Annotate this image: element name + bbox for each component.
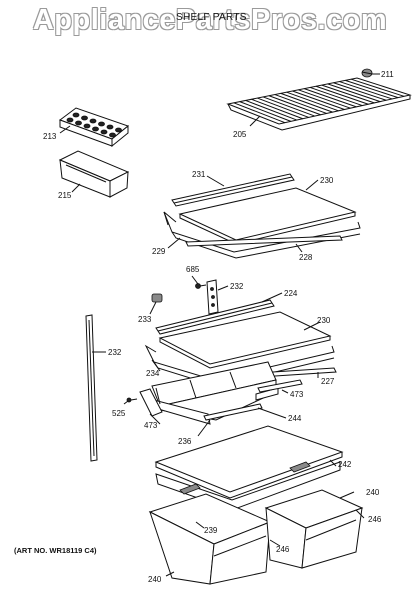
wire-rod	[315, 85, 369, 105]
egg-cup	[106, 124, 114, 130]
callout-228: 228	[299, 253, 313, 262]
part-slide-473	[257, 379, 303, 393]
part-rail-244	[203, 403, 263, 421]
part-screw-525	[126, 397, 138, 403]
callout-240-right: 240	[366, 488, 380, 497]
wire-rod	[350, 78, 405, 97]
wire-rod	[304, 88, 357, 108]
part-shelf-trim-224	[155, 299, 275, 335]
wire-rod	[280, 92, 333, 113]
wire-rod	[274, 94, 327, 114]
callout-232-left: 232	[108, 348, 122, 357]
callout-246-center: 246	[276, 545, 290, 554]
art-number: (ART NO. WR18119 C4)	[14, 546, 97, 555]
egg-cup	[66, 117, 74, 123]
part-egg-tray-213	[58, 107, 130, 148]
callout-232-center: 232	[230, 282, 244, 291]
wire-rod	[309, 86, 363, 107]
part-snugger-211	[361, 68, 373, 78]
wire-rod	[257, 97, 309, 118]
wire-rod	[321, 84, 375, 104]
part-ladder-232	[206, 279, 219, 315]
watermark: AppliancePartsPros.com	[32, 4, 388, 36]
wire-rod	[292, 90, 345, 110]
leader-lines	[59, 73, 380, 577]
callout-labels: 211 213 205 215 231 230 229 228 685 232 …	[43, 70, 394, 584]
egg-cup	[100, 129, 108, 135]
wire-rod	[345, 79, 399, 99]
wire-rod	[251, 98, 303, 120]
callout-525: 525	[112, 409, 126, 418]
wire-rod	[245, 99, 298, 121]
egg-cup	[81, 115, 88, 121]
callout-224: 224	[284, 289, 298, 298]
egg-cup	[115, 127, 122, 133]
part-glass-shelf-230-lower	[158, 311, 332, 369]
callout-240-left: 240	[148, 575, 162, 584]
part-frame-rail-228	[185, 235, 343, 247]
wire-rod	[327, 83, 381, 103]
callout-473-right: 473	[290, 390, 304, 399]
diagram-title: SHELF PARTS	[176, 12, 247, 23]
part-crisper-drawer-240	[148, 493, 272, 585]
callout-246-right: 246	[368, 515, 382, 524]
callout-205: 205	[233, 130, 247, 139]
callout-239: 239	[204, 526, 218, 535]
egg-cup	[92, 126, 99, 132]
part-crisper-pan-240	[264, 489, 364, 569]
wire-rod	[233, 102, 286, 124]
callout-244: 244	[288, 414, 302, 423]
callout-231: 231	[192, 170, 206, 179]
wire-rod	[298, 89, 351, 109]
part-shelf-trim-231	[171, 173, 295, 207]
callout-227: 227	[321, 377, 335, 386]
wire-rod	[239, 101, 292, 122]
part-screw-685	[195, 283, 207, 289]
wire-rod	[333, 82, 387, 101]
wire-rod	[263, 96, 315, 117]
egg-cup	[75, 120, 82, 126]
part-bracket-473	[139, 388, 163, 417]
egg-cup	[109, 132, 116, 138]
callout-211: 211	[381, 70, 394, 79]
callout-230-upper: 230	[320, 176, 334, 185]
part-snugger-233	[151, 293, 163, 303]
callout-473-left: 473	[144, 421, 158, 430]
callout-229: 229	[152, 247, 166, 256]
egg-cup	[72, 112, 80, 118]
wire-rod	[339, 81, 393, 100]
callout-230-lower: 230	[317, 316, 331, 325]
callout-685: 685	[186, 265, 200, 274]
callout-242: 242	[338, 460, 352, 469]
callout-236: 236	[178, 437, 192, 446]
callout-215: 215	[58, 191, 72, 200]
wire-rod	[268, 95, 321, 116]
part-butter-bin-215	[58, 150, 130, 198]
callout-213: 213	[43, 132, 57, 141]
callout-234: 234	[146, 369, 160, 378]
callout-233: 233	[138, 315, 152, 324]
part-shelf-wire-205	[226, 77, 412, 131]
part-ladder-232-left	[85, 314, 98, 462]
egg-cup	[98, 121, 105, 127]
part-drawer-frame-236	[145, 361, 279, 425]
egg-cup	[83, 123, 91, 129]
egg-cup	[89, 118, 97, 124]
wire-rod	[286, 91, 339, 112]
